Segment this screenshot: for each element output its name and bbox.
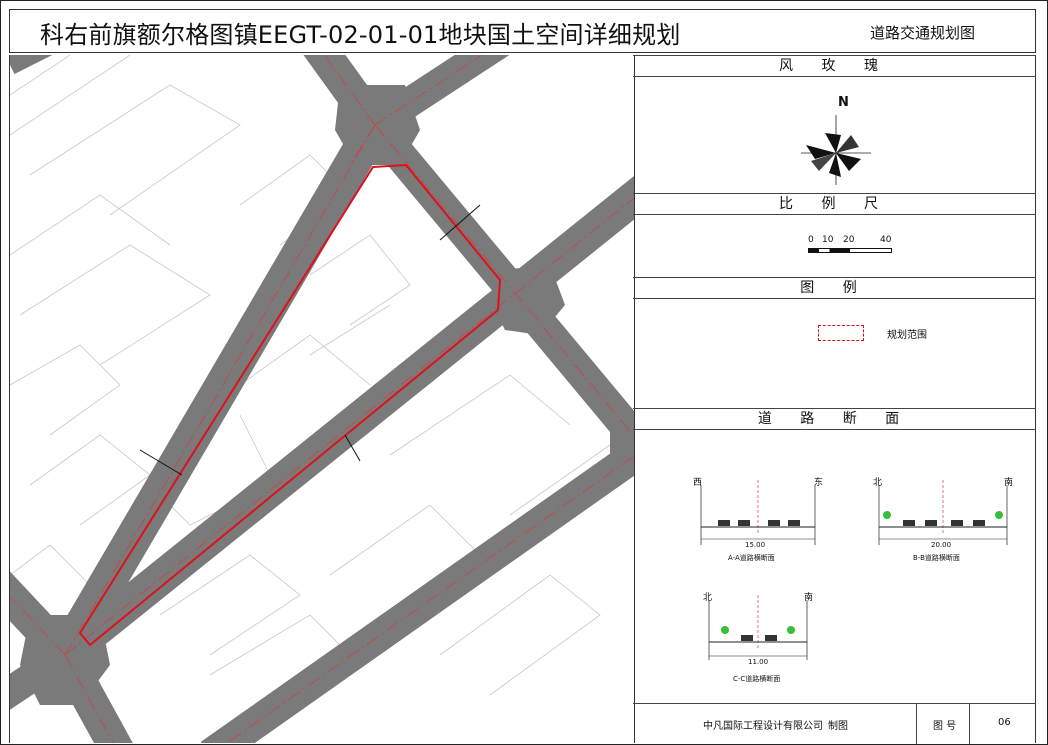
section-marks xyxy=(139,204,481,476)
company-name: 中凡国际工程设计有限公司 xyxy=(703,721,823,732)
map-area xyxy=(9,55,635,743)
title-block: 中凡国际工程设计有限公司 制图 图 号 06 xyxy=(633,703,1036,744)
title-bar: 科右前旗额尔格图镇EEGT-02-01-01地块国土空间详细规划 道路交通规划图 xyxy=(9,9,1036,53)
centerlines xyxy=(10,55,634,743)
planning-boundary xyxy=(78,163,502,647)
section-cc: 北 南 11.00 C-C道路横断面 xyxy=(703,593,813,683)
sheet-no: 06 xyxy=(998,717,1011,728)
wind-rose-header: 风 玫 瑰 xyxy=(633,55,1036,77)
scale-header: 比 例 尺 xyxy=(633,193,1036,215)
made-by: 制图 xyxy=(828,721,848,732)
junctions xyxy=(20,85,634,705)
legend-panel: 风 玫 瑰 N 比 例 尺 0 10 20 40 图 例 规划范围 道 路 断 … xyxy=(633,55,1036,744)
sheet-no-label: 图 号 xyxy=(933,721,957,732)
boundary-legend-swatch xyxy=(818,325,864,341)
section-aa: 西 东 15.00 A-A道路横断面 xyxy=(693,478,823,562)
road-map xyxy=(10,55,634,743)
page-title: 科右前旗额尔格图镇EEGT-02-01-01地块国土空间详细规划 xyxy=(40,21,681,49)
sheet-title: 道路交通规划图 xyxy=(869,24,975,42)
north-label: N xyxy=(838,95,849,110)
road-section-header: 道 路 断 面 xyxy=(633,408,1036,430)
wind-rose-icon xyxy=(801,115,871,185)
legend-header: 图 例 xyxy=(633,277,1036,299)
section-bb: 北 南 20.00 B-B道路横断面 xyxy=(873,478,1013,562)
boundary-legend-label: 规划范围 xyxy=(887,330,927,341)
